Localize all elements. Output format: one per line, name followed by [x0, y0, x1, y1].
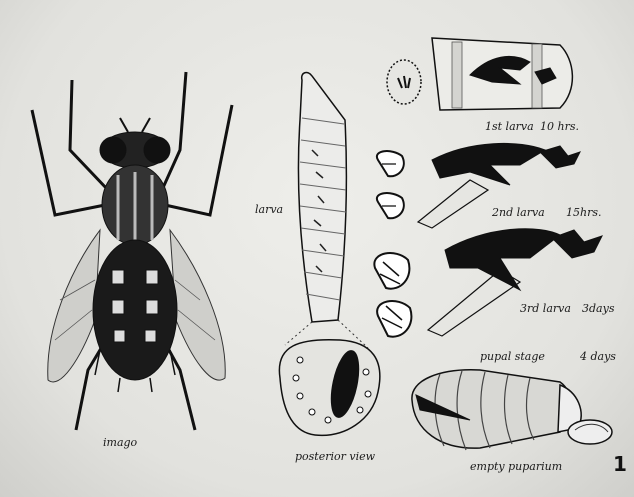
label-pupal-stage: pupal stage	[480, 350, 545, 363]
empty-puparium-figure	[412, 370, 612, 450]
label-second-larva-time: 15hrs.	[566, 206, 601, 219]
label-pupal-time: 4 days	[580, 350, 616, 363]
label-larva: larva	[255, 203, 283, 216]
fly-imago-figure	[32, 72, 232, 430]
larva-figure	[285, 73, 368, 348]
label-third-larva: 3rd larva	[520, 302, 571, 315]
label-second-larva: 2nd larva	[492, 206, 545, 219]
figure-number: 1	[613, 452, 627, 476]
label-imago: imago	[103, 436, 137, 449]
label-third-larva-time: 3days	[582, 302, 614, 315]
third-larva-mouthparts-figure	[374, 229, 602, 337]
label-posterior-view: posterior view	[295, 450, 375, 463]
label-empty-puparium: empty puparium	[470, 460, 562, 473]
label-first-larva-time: 10 hrs.	[540, 120, 579, 133]
second-larva-mouthparts-figure	[377, 143, 580, 228]
label-first-larva: 1st larva	[485, 120, 534, 133]
first-larva-mouthparts-figure	[387, 38, 572, 110]
posterior-view-figure	[279, 340, 379, 436]
